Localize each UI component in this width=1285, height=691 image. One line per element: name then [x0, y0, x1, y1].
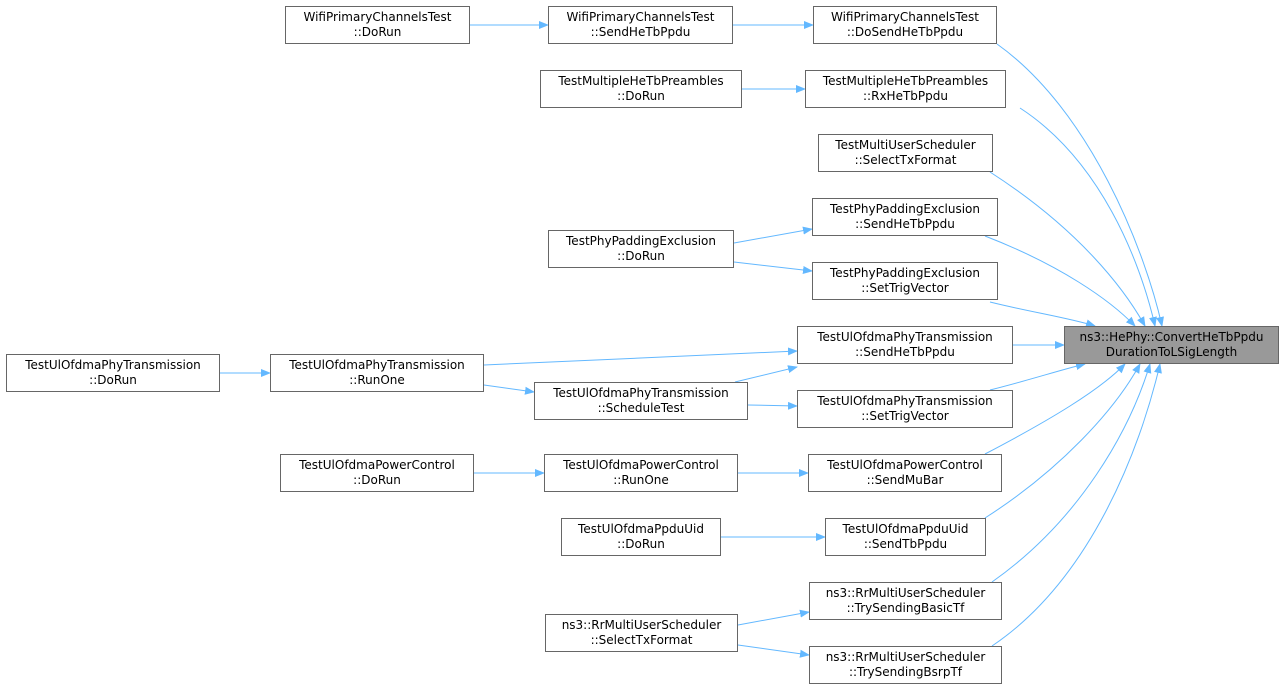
edge-wpct-dosendhetbppdu-to-focus	[996, 43, 1164, 327]
node-label-line2: ::SetTrigVector	[861, 409, 949, 423]
node-label-line1: TestUlOfdmaPowerControl	[563, 458, 719, 472]
node-label-line1: TestUlOfdmaPhyTransmission	[817, 394, 993, 408]
node-tuopt-dorun[interactable]: TestUlOfdmaPhyTransmission ::DoRun	[6, 354, 220, 392]
node-label-line2: ::SendTbPpdu	[863, 537, 948, 551]
node-tuopc-runone[interactable]: TestUlOfdmaPowerControl ::RunOne	[544, 454, 738, 492]
edge-rmus-trysendingbsrptf-to-focus	[991, 363, 1162, 647]
edge-rmus-selecttxformat-to-trysendingbasictf	[737, 609, 810, 626]
node-label-line1: WifiPrimaryChannelsTest	[303, 10, 452, 24]
node-wpct-sendhetbppdu[interactable]: WifiPrimaryChannelsTest ::SendHeTbPpdu	[548, 6, 733, 44]
node-tuopt-runone[interactable]: TestUlOfdmaPhyTransmission ::RunOne	[270, 354, 484, 392]
node-label-line1: TestPhyPaddingExclusion	[830, 202, 980, 216]
node-tuopc-dorun[interactable]: TestUlOfdmaPowerControl ::DoRun	[280, 454, 474, 492]
node-label-line1: TestMultiUserScheduler	[835, 138, 976, 152]
node-label-line1: ns3::RrMultiUserScheduler	[825, 586, 986, 600]
node-label-line1: TestPhyPaddingExclusion	[566, 234, 716, 248]
node-label-line2: DurationToLSigLength	[1105, 345, 1238, 359]
node-label-line1: TestUlOfdmaPhyTransmission	[553, 386, 729, 400]
edge-rmus-trysendingbasictf-to-focus	[991, 363, 1152, 583]
edge-tuopt-scheduletest-to-settrigvector	[747, 401, 798, 410]
node-label-line1: TestMultipleHeTbPreambles	[822, 74, 989, 88]
node-label-line2: ::DoRun	[617, 537, 665, 551]
node-tuopu-dorun[interactable]: TestUlOfdmaPpduUid ::DoRun	[561, 518, 721, 556]
node-wpct-dorun[interactable]: WifiPrimaryChannelsTest ::DoRun	[285, 6, 470, 44]
edge-tuopt-settrigvector-to-focus	[989, 362, 1086, 391]
edge-tppe-sendhetbppdu-to-focus	[984, 235, 1136, 327]
node-label-line2: ::TrySendingBsrpTf	[848, 665, 963, 679]
node-label-line2: ::TrySendingBasicTf	[846, 601, 965, 615]
node-label-line1: ns3::HePhy::ConvertHeTbPpdu	[1079, 330, 1264, 344]
edge-rmus-selecttxformat-to-trysendingbsrptf	[737, 644, 810, 658]
node-label-line1: WifiPrimaryChannelsTest	[566, 10, 715, 24]
node-tppe-settrigvector[interactable]: TestPhyPaddingExclusion ::SetTrigVector	[812, 262, 998, 300]
node-label-line2: ::RunOne	[349, 373, 405, 387]
node-rmus-trysendingbsrptf[interactable]: ns3::RrMultiUserScheduler ::TrySendingBs…	[809, 646, 1002, 684]
node-label-line2: ::DoSendHeTbPpdu	[846, 25, 964, 39]
node-label-line2: ::DoRun	[89, 373, 137, 387]
edge-tppe-dorun-to-sendhetbppdu	[733, 226, 813, 244]
node-tuopt-settrigvector[interactable]: TestUlOfdmaPhyTransmission ::SetTrigVect…	[797, 390, 1013, 428]
node-tmhp-rxhetbppdu[interactable]: TestMultipleHeTbPreambles ::RxHeTbPpdu	[805, 70, 1006, 108]
edge-tuopt-runone-to-scheduletest	[483, 384, 535, 395]
edge-tuopt-runone-to-sendhetbppdu	[483, 347, 798, 366]
node-label-line1: TestUlOfdmaPowerControl	[299, 458, 455, 472]
node-tppe-dorun[interactable]: TestPhyPaddingExclusion ::DoRun	[548, 230, 734, 268]
node-label-line1: TestPhyPaddingExclusion	[830, 266, 980, 280]
node-label-line1: TestMultipleHeTbPreambles	[558, 74, 724, 88]
edge-tuopu-sendtbppdu-to-focus	[984, 363, 1141, 519]
node-label-line2: ::SetTrigVector	[861, 281, 949, 295]
node-label-line1: TestUlOfdmaPhyTransmission	[25, 358, 201, 372]
node-tuopu-sendtbppdu[interactable]: TestUlOfdmaPpduUid ::SendTbPpdu	[825, 518, 986, 556]
edge-tppe-dorun-to-settrigvector	[733, 261, 813, 274]
edge-tuopt-scheduletest-to-sendhetbppdu	[734, 365, 798, 383]
node-tuopc-sendmubar[interactable]: TestUlOfdmaPowerControl ::SendMuBar	[808, 454, 1002, 492]
node-label-line2: ::SendMuBar	[866, 473, 944, 487]
node-label-line1: TestUlOfdmaPpduUid	[578, 522, 704, 536]
node-wpct-dosendhetbppdu[interactable]: WifiPrimaryChannelsTest ::DoSendHeTbPpdu	[813, 6, 997, 44]
node-label-line1: TestUlOfdmaPhyTransmission	[289, 358, 465, 372]
node-label-line1: TestUlOfdmaPowerControl	[827, 458, 983, 472]
node-rmus-selecttxformat[interactable]: ns3::RrMultiUserScheduler ::SelectTxForm…	[545, 614, 738, 652]
edge-tppe-settrigvector-to-focus	[989, 301, 1096, 328]
node-label-line2: ::SendHeTbPpdu	[590, 25, 691, 39]
node-label-line2: ::ScheduleTest	[597, 401, 685, 415]
node-rmus-trysendingbasictf[interactable]: ns3::RrMultiUserScheduler ::TrySendingBa…	[809, 582, 1002, 620]
node-tppe-sendhetbppdu[interactable]: TestPhyPaddingExclusion ::SendHeTbPpdu	[812, 198, 998, 236]
node-label-line2: ::RxHeTbPpdu	[863, 89, 948, 103]
node-label-line2: ::DoRun	[617, 89, 665, 103]
node-label-line2: ::SendHeTbPpdu	[855, 345, 955, 359]
node-tuopt-sendhetbppdu[interactable]: TestUlOfdmaPhyTransmission ::SendHeTbPpd…	[797, 326, 1013, 364]
node-tmhp-dorun[interactable]: TestMultipleHeTbPreambles ::DoRun	[540, 70, 742, 108]
node-label-line1: ns3::RrMultiUserScheduler	[561, 618, 722, 632]
node-label-line2: ::SelectTxFormat	[854, 153, 957, 167]
node-label-line1: WifiPrimaryChannelsTest	[830, 10, 979, 24]
node-label-line2: ::DoRun	[353, 473, 401, 487]
edge-tmhp-rxhetbppdu-to-focus	[1019, 107, 1157, 327]
node-label-line1: TestUlOfdmaPpduUid	[842, 522, 969, 536]
node-label-line2: ::DoRun	[353, 25, 402, 39]
node-label-line1: ns3::RrMultiUserScheduler	[825, 650, 986, 664]
node-tmus-selecttxformat[interactable]: TestMultiUserScheduler ::SelectTxFormat	[818, 134, 993, 172]
node-label-line1: TestUlOfdmaPhyTransmission	[817, 330, 993, 344]
node-label-line2: ::DoRun	[617, 249, 665, 263]
node-label-line2: ::SendHeTbPpdu	[855, 217, 955, 231]
node-label-line2: ::SelectTxFormat	[590, 633, 693, 647]
node-focus-converthetbppdudurationtolsiglength[interactable]: ns3::HePhy::ConvertHeTbPpdu DurationToLS…	[1064, 326, 1279, 364]
edge-tmus-selecttxformat-to-focus	[989, 171, 1146, 327]
node-tuopt-scheduletest[interactable]: TestUlOfdmaPhyTransmission ::ScheduleTes…	[534, 382, 748, 420]
node-label-line2: ::RunOne	[613, 473, 669, 487]
edge-tuopc-sendmubar-to-focus	[984, 363, 1126, 455]
